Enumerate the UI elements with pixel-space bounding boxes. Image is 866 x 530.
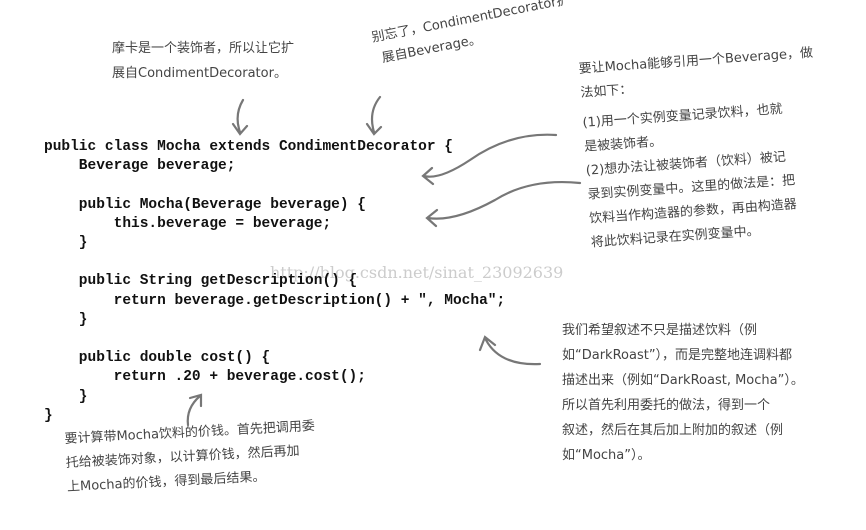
note-description: 我们希望叙述不只是描述饮料（例 如“DarkRoast”），而是完整地连调料都 … <box>562 318 804 468</box>
code-line: public String getDescription() { <box>44 273 358 290</box>
arrow-icon <box>421 133 558 186</box>
note-line: 我们希望叙述不只是描述饮料（例 <box>562 323 758 338</box>
code-line: public class Mocha extends CondimentDeco… <box>44 139 453 155</box>
watermark: http://blog.csdn.net/sinat_23092639 <box>270 263 564 282</box>
arrow-icon <box>231 98 249 136</box>
arrow-icon <box>365 95 383 136</box>
note-line: 展自CondimentDecorator。 <box>112 66 287 81</box>
code-line: Beverage beverage; <box>44 158 236 175</box>
note-line: 如“DarkRoast”），而是完整地连调料都 <box>562 348 793 363</box>
code-line: public Mocha(Beverage beverage) { <box>44 196 366 213</box>
code-line: public double cost() { <box>44 350 271 367</box>
note-line: 如“Mocha”）。 <box>562 448 651 463</box>
arrow-icon <box>186 393 203 427</box>
code-line: } <box>44 407 53 424</box>
note-line: 叙述，然后在其后加上附加的叙述（例 <box>562 423 784 438</box>
code-line: this.beverage = beverage; <box>44 215 332 232</box>
code-line: } <box>44 235 88 252</box>
code-line: } <box>44 388 88 405</box>
arrow-icon <box>425 180 582 228</box>
code-block: public class Mocha extends CondimentDeco… <box>44 138 505 426</box>
note-line: 描述出来（例如“DarkRoast, Mocha”）。 <box>562 373 804 388</box>
code-line: return .20 + beverage.cost(); <box>44 369 366 386</box>
note-line: 所以首先利用委托的做法，得到一个 <box>562 398 771 413</box>
code-line: return beverage.getDescription() + ", Mo… <box>44 292 506 309</box>
note-decorator: 摩卡是一个装饰者，所以让它扩 展自CondimentDecorator。 <box>112 36 294 86</box>
arrow-icon <box>478 335 542 366</box>
code-line: } <box>44 311 88 328</box>
note-line: 摩卡是一个装饰者，所以让它扩 <box>112 41 295 56</box>
